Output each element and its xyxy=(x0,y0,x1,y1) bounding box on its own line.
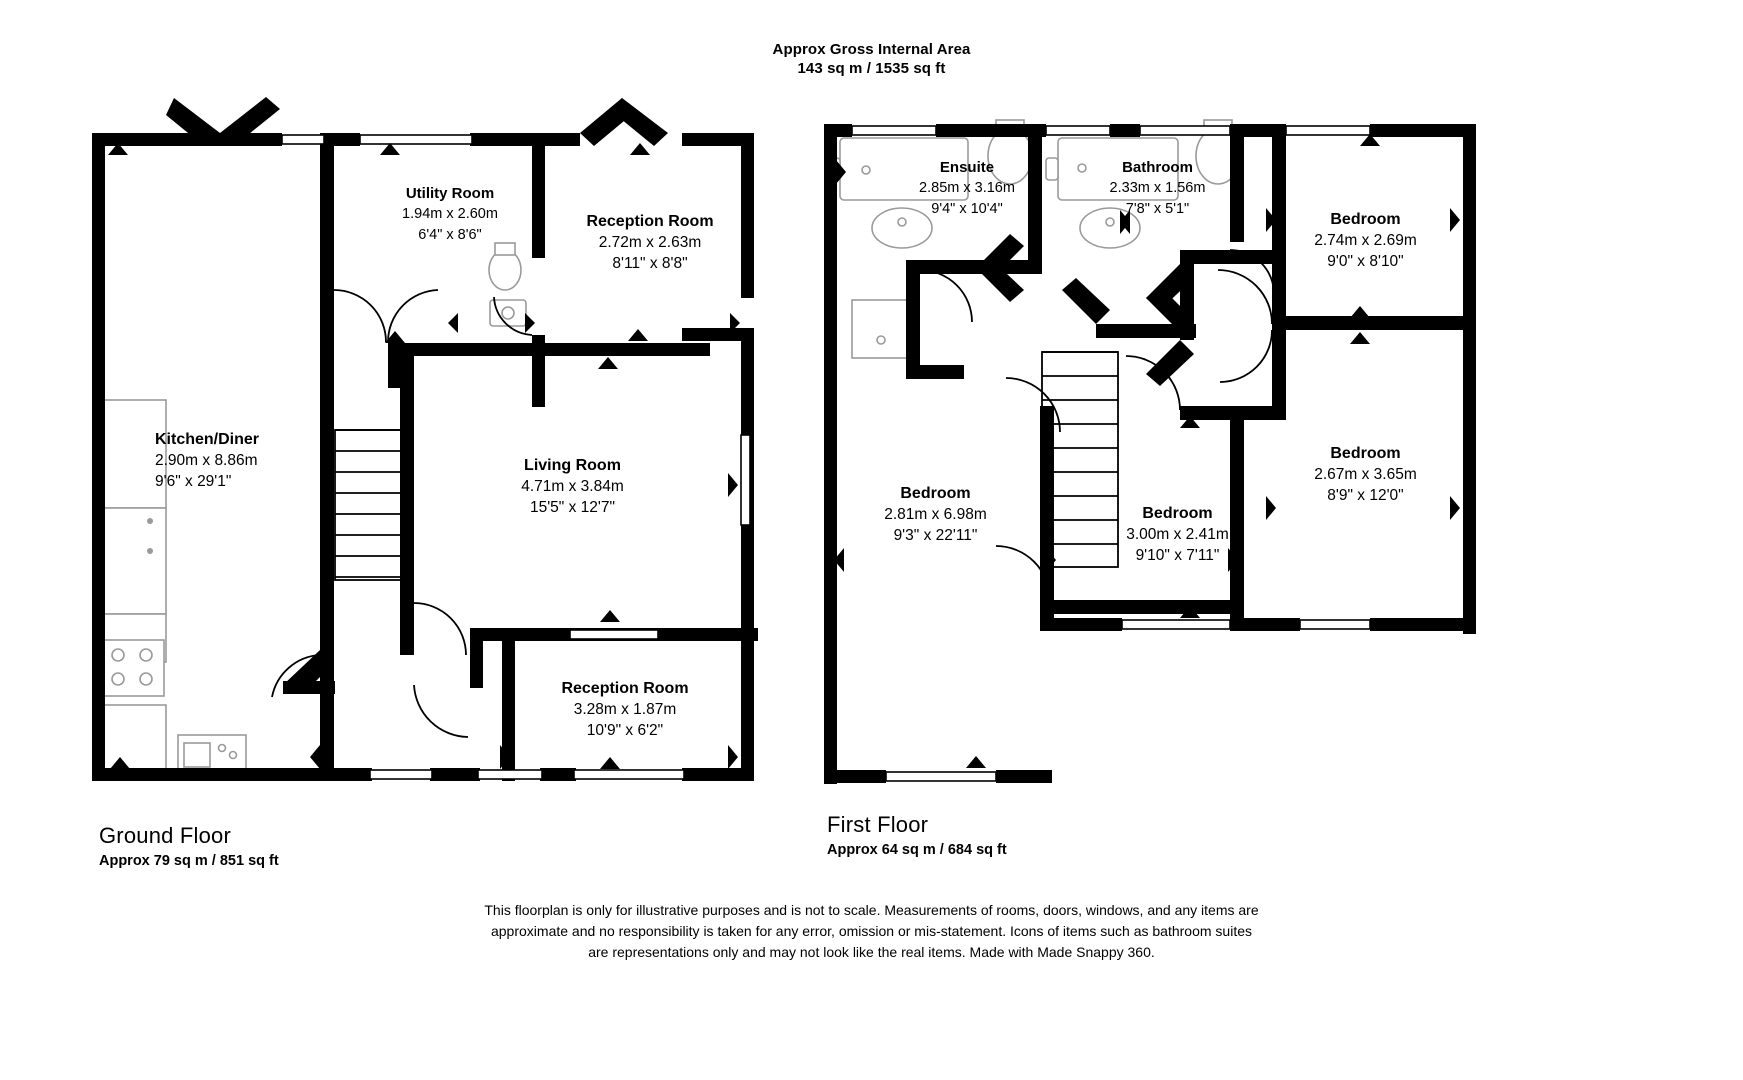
room-imperial: 15'5" x 12'7" xyxy=(529,499,615,516)
ground-direction-arrows xyxy=(94,143,740,769)
room-metric: 2.90m x 8.86m xyxy=(155,452,258,469)
knob-icon xyxy=(147,548,153,554)
room-label-bedroom-right: Bedroom 2.67m x 3.65m 8'9" x 12'0" xyxy=(1268,443,1463,506)
toilet-icon xyxy=(488,249,522,291)
room-label-bedroom-top-right: Bedroom 2.74m x 2.69m 9'0" x 8'10" xyxy=(1268,209,1463,272)
room-metric: 2.81m x 6.98m xyxy=(884,506,987,523)
counter-unit-icon xyxy=(97,704,167,780)
gross-internal-area-header: Approx Gross Internal Area 143 sq m / 15… xyxy=(0,40,1743,78)
room-label-bathroom: Bathroom 2.33m x 1.56m 7'8" x 5'1" xyxy=(1060,157,1255,220)
room-name: Reception Room xyxy=(561,680,689,697)
first-direction-arrows xyxy=(834,134,1460,768)
room-metric: 2.33m x 1.56m xyxy=(1109,180,1206,196)
room-label-ensuite: Ensuite 2.85m x 3.16m 9'4" x 10'4" xyxy=(872,157,1062,220)
room-imperial: 9'0" x 8'10" xyxy=(1327,253,1404,270)
room-name: Utility Room xyxy=(405,185,495,202)
room-label-utility-room: Utility Room 1.94m x 2.60m 6'4" x 8'6" xyxy=(360,183,540,246)
room-name: Living Room xyxy=(524,457,621,474)
room-label-living-room: Living Room 4.71m x 3.84m 15'5" x 12'7" xyxy=(470,455,675,518)
room-label-kitchen-diner: Kitchen/Diner 2.90m x 8.86m 9'6" x 29'1" xyxy=(155,429,355,492)
hob-icon xyxy=(101,639,165,697)
first-floor-title: First Floor xyxy=(827,812,929,837)
ground-staircase xyxy=(334,429,408,581)
counter-unit-icon xyxy=(97,399,167,509)
first-windows-group xyxy=(851,125,1371,782)
cloakroom-fixtures-group xyxy=(488,242,527,327)
first-staircase xyxy=(1041,351,1119,568)
room-imperial: 9'4" x 10'4" xyxy=(931,201,1003,217)
room-metric: 3.28m x 1.87m xyxy=(573,701,677,718)
ground-doors-group xyxy=(271,289,533,738)
room-imperial: 9'3" x 22'11" xyxy=(893,527,978,544)
room-metric: 2.72m x 2.63m xyxy=(598,234,702,251)
ground-floor-title: Ground Floor xyxy=(99,823,232,848)
first-floor-plan xyxy=(824,119,1476,784)
first-walls-group xyxy=(824,124,1476,784)
counter-unit-icon xyxy=(97,507,167,615)
room-metric: 2.85m x 3.16m xyxy=(919,180,1015,196)
shower-icon xyxy=(851,299,911,359)
header-line-1: Approx Gross Internal Area xyxy=(772,41,971,58)
room-name: Reception Room xyxy=(586,213,714,230)
room-metric: 1.94m x 2.60m xyxy=(402,206,498,222)
room-name: Bedroom xyxy=(900,485,971,502)
tap-icon xyxy=(1045,157,1059,181)
room-label-bedroom-left: Bedroom 2.81m x 6.98m 9'3" x 22'11" xyxy=(838,483,1033,546)
room-imperial: 7'8" x 5'1" xyxy=(1125,201,1190,217)
room-name: Kitchen/Diner xyxy=(155,431,260,448)
room-imperial: 6'4" x 8'6" xyxy=(418,227,482,243)
room-name: Bedroom xyxy=(1142,505,1213,522)
room-name: Bedroom xyxy=(1330,445,1401,462)
room-imperial: 9'6" x 29'1" xyxy=(155,473,232,490)
room-name: Ensuite xyxy=(939,159,995,176)
room-metric: 3.00m x 2.41m xyxy=(1126,526,1229,543)
room-name: Bathroom xyxy=(1122,159,1193,176)
disclaimer-line-2: approximate and no responsibility is tak… xyxy=(490,923,1252,939)
ground-floor-plan xyxy=(92,97,758,781)
room-imperial: 9'10" x 7'11" xyxy=(1135,547,1220,564)
basin-icon xyxy=(871,207,933,249)
room-imperial: 8'11" x 8'8" xyxy=(612,255,688,272)
disclaimer-line-3: are representations only and may not loo… xyxy=(588,944,1155,960)
ground-windows-group xyxy=(281,134,751,780)
room-label-reception-room-lower: Reception Room 3.28m x 1.87m 10'9" x 6'2… xyxy=(520,678,730,741)
first-doors-group xyxy=(919,249,1275,601)
room-metric: 2.67m x 3.65m xyxy=(1314,466,1417,483)
ground-floor-subtitle: Approx 79 sq m / 851 sq ft xyxy=(99,853,279,869)
room-metric: 4.71m x 3.84m xyxy=(521,478,624,495)
first-floor-subtitle: Approx 64 sq m / 684 sq ft xyxy=(827,842,1007,858)
kitchen-fixtures-group xyxy=(97,399,247,780)
room-name: Bedroom xyxy=(1330,211,1401,228)
header-line-2: 143 sq m / 1535 sq ft xyxy=(797,60,946,77)
disclaimer-line-1: This floorplan is only for illustrative … xyxy=(484,902,1259,918)
room-imperial: 10'9" x 6'2" xyxy=(586,722,664,739)
ensuite-fixtures-group xyxy=(827,119,1033,359)
room-metric: 2.74m x 2.69m xyxy=(1314,232,1417,249)
knob-icon xyxy=(147,518,153,524)
disclaimer-text: This floorplan is only for illustrative … xyxy=(0,900,1743,963)
room-label-reception-room-upper: Reception Room 2.72m x 2.63m 8'11" x 8'8… xyxy=(550,211,750,274)
room-label-bedroom-middle: Bedroom 3.00m x 2.41m 9'10" x 7'11" xyxy=(1080,503,1275,566)
room-imperial: 8'9" x 12'0" xyxy=(1327,487,1404,504)
